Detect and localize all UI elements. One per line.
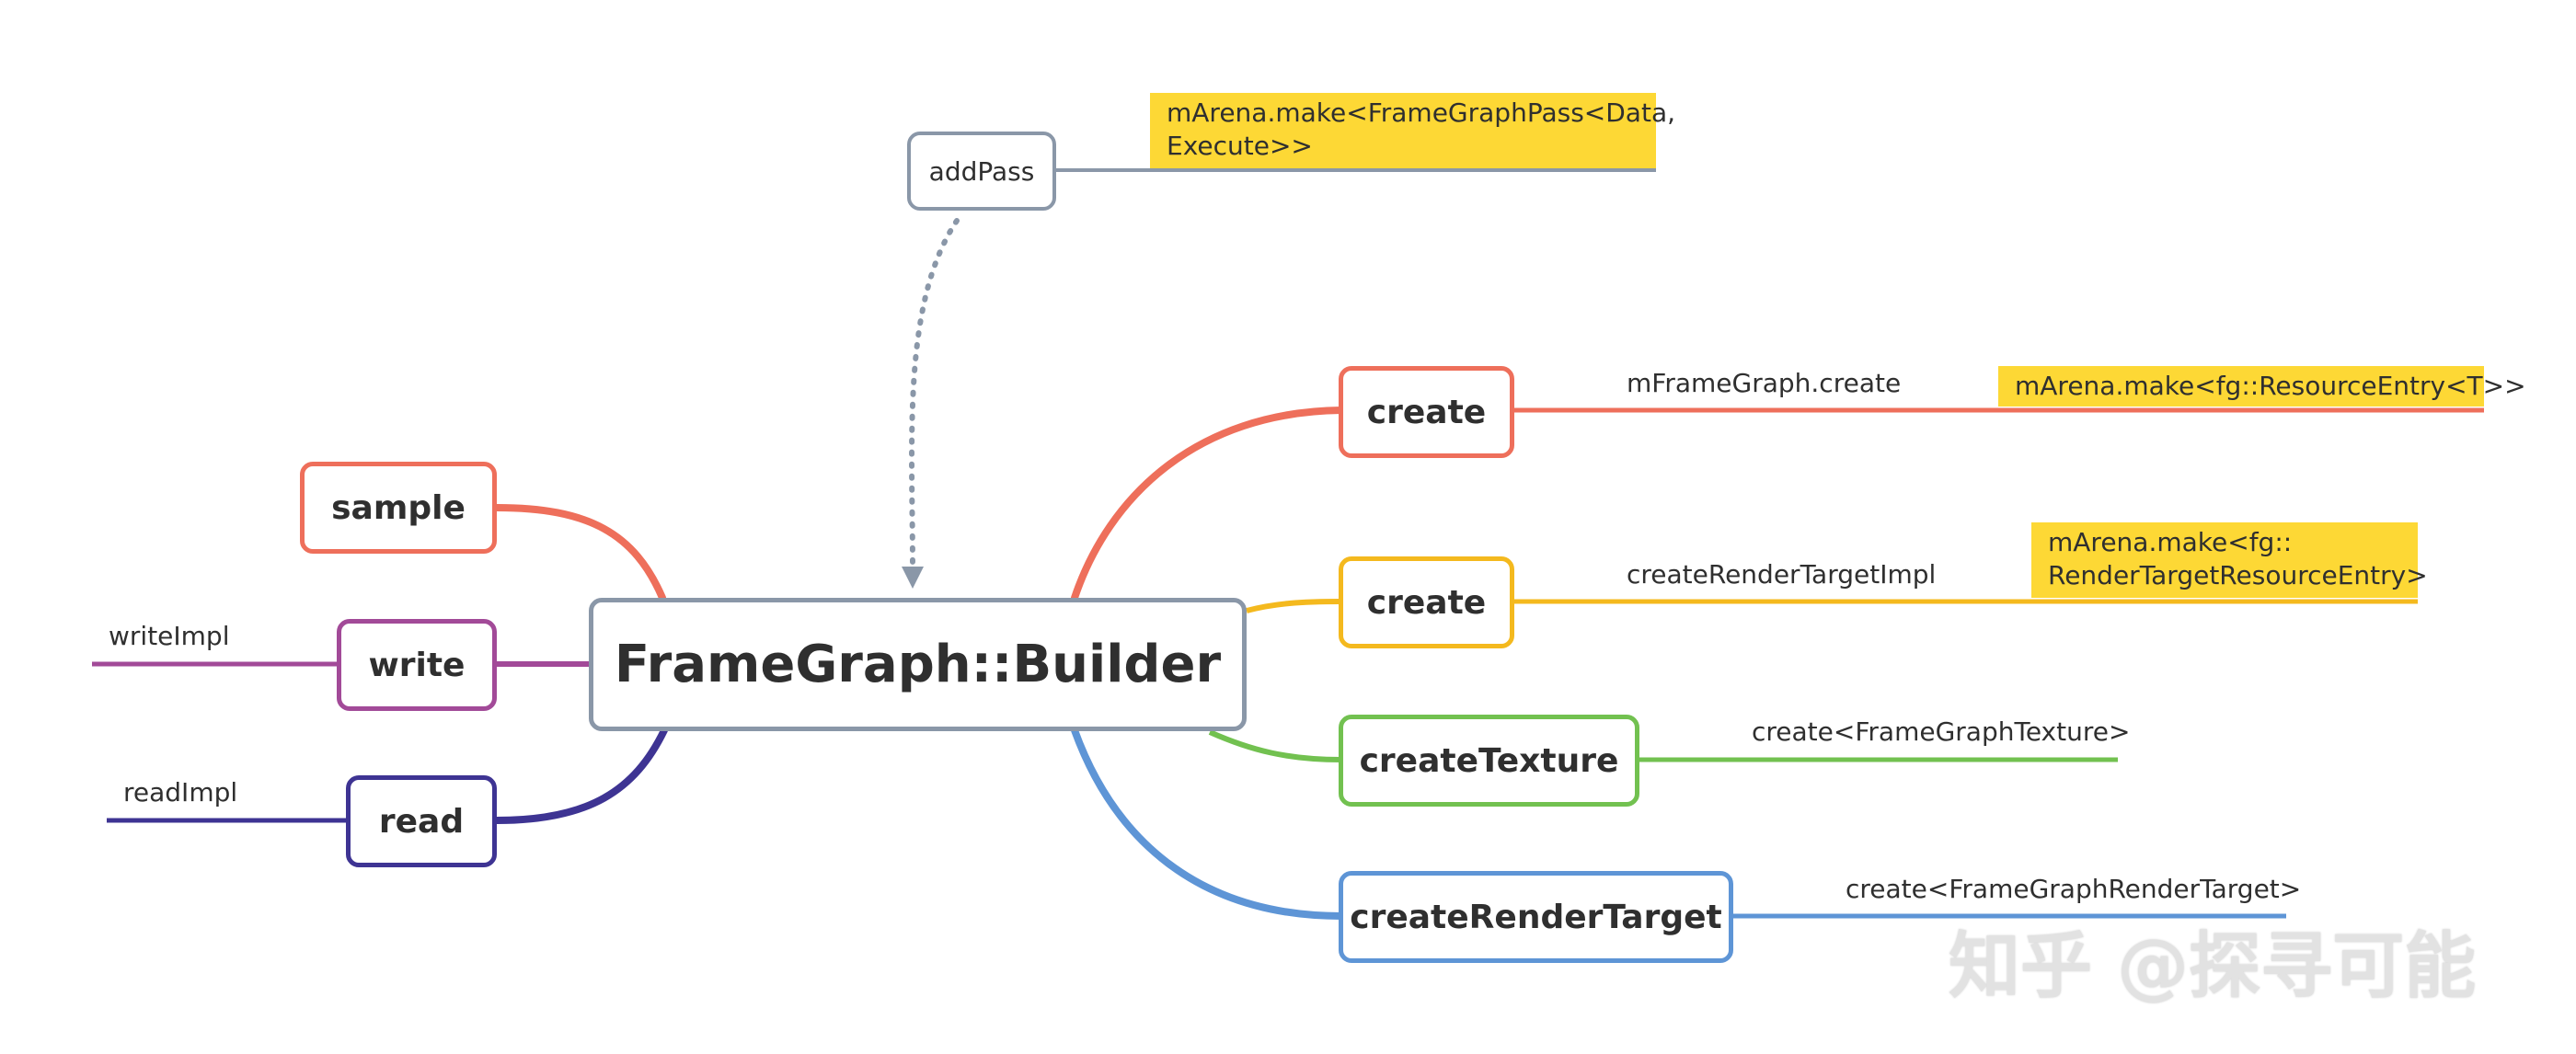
node-add-pass-label: addPass	[928, 155, 1035, 187]
node-write-label: write	[368, 646, 466, 684]
detail-write-impl: writeImpl	[109, 621, 230, 651]
node-create-1[interactable]: create	[1339, 366, 1514, 458]
node-create-texture[interactable]: createTexture	[1339, 715, 1639, 807]
branch-create-2	[1246, 599, 1342, 613]
note-create-2-line-1: mArena.make<fg::	[2048, 527, 2293, 557]
note-add-pass-line-2: Execute>>	[1167, 131, 1313, 161]
node-create-render-target[interactable]: createRenderTarget	[1339, 871, 1733, 963]
branch-read	[493, 727, 668, 824]
relation-arrow	[909, 218, 960, 573]
node-create-2-label: create	[1366, 583, 1487, 622]
node-sample-label: sample	[331, 488, 466, 527]
detail-read-impl: readImpl	[123, 777, 238, 808]
note-add-pass: mArena.make<FrameGraphPass<Data, Execute…	[1150, 93, 1675, 168]
detail-create-render-target-impl: createRenderTargetImpl	[1627, 559, 1937, 590]
detail-mframegraph-create: mFrameGraph.create	[1627, 368, 1902, 398]
node-read[interactable]: read	[346, 775, 497, 867]
branch-create-1	[1071, 407, 1345, 601]
branch-create-render-target	[1071, 727, 1345, 920]
note-add-pass-line-1: mArena.make<FrameGraphPass<Data,	[1167, 97, 1675, 128]
central-node[interactable]: FrameGraph::Builder	[589, 598, 1247, 731]
branch-sample	[493, 504, 666, 601]
watermark-text: 知乎 @探寻可能	[1949, 925, 2477, 1008]
note-create-2-line-2: RenderTargetResourceEntry>	[2048, 560, 2428, 590]
detail-create-frame-graph-render-target: create<FrameGraphRenderTarget>	[1846, 874, 2302, 904]
node-create-render-target-label: createRenderTarget	[1350, 898, 1722, 936]
node-add-pass[interactable]: addPass	[907, 132, 1056, 211]
node-create-1-label: create	[1366, 393, 1487, 431]
node-create-texture-label: createTexture	[1359, 741, 1619, 780]
node-create-2[interactable]: create	[1339, 556, 1514, 648]
branch-create-texture	[1208, 729, 1342, 762]
note-create-1-line-1: mArena.make<fg::ResourceEntry<T>>	[2015, 371, 2526, 401]
node-write[interactable]: write	[337, 619, 497, 711]
note-create-1: mArena.make<fg::ResourceEntry<T>>	[1998, 366, 2526, 407]
detail-create-frame-graph-texture: create<FrameGraphTexture>	[1752, 716, 2131, 747]
central-node-label: FrameGraph::Builder	[614, 635, 1222, 694]
note-create-2: mArena.make<fg:: RenderTargetResourceEnt…	[2031, 522, 2428, 598]
relation-arrow-head	[902, 567, 924, 589]
node-read-label: read	[378, 802, 465, 841]
node-sample[interactable]: sample	[300, 462, 497, 554]
